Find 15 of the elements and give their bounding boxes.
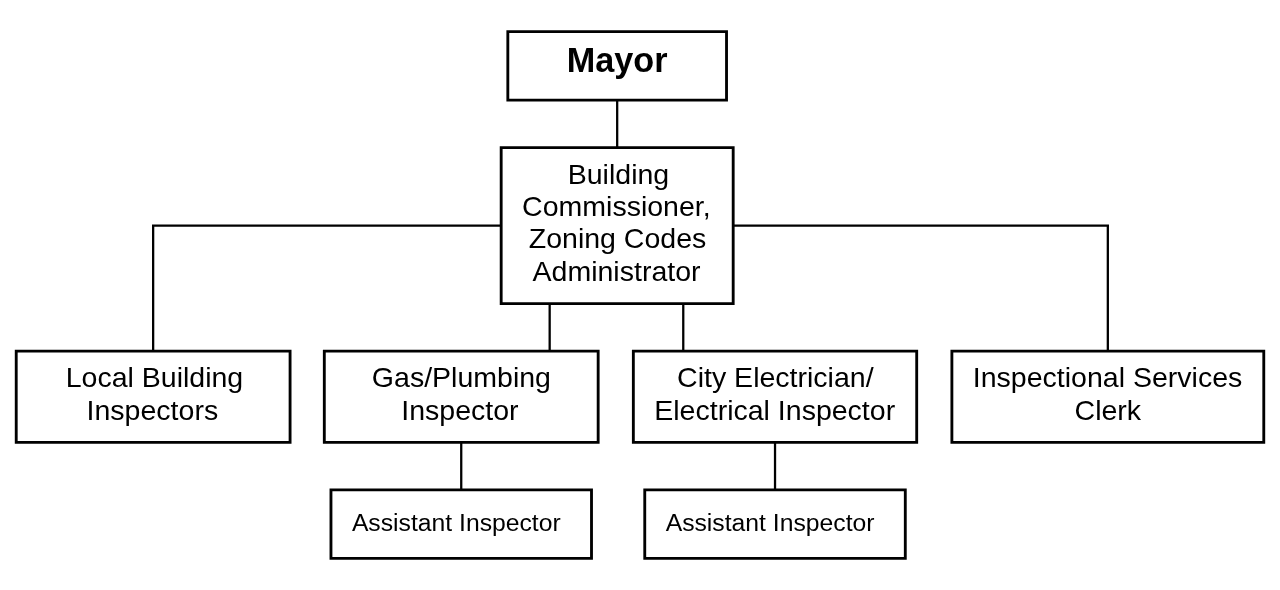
node-box: Building Commissioner, Zoning Codes Administrator [499,146,735,305]
node-box: Assistant Inspector [643,488,907,560]
node-box: Assistant Inspector [329,488,593,560]
node-box: Local Building Inspectors [14,349,292,444]
node-box: Mayor [506,30,728,102]
connector [682,303,685,352]
connector [548,303,551,352]
node-box: Gas/Plumbing Inspector [322,349,600,444]
connector [152,224,501,351]
node-box: Inspectional Services Clerk [950,349,1266,444]
node-box: City Electrician/ Electrical Inspector [631,349,919,444]
connector [460,442,463,490]
connector [616,100,619,148]
connector [733,224,1109,351]
connector [773,442,777,490]
